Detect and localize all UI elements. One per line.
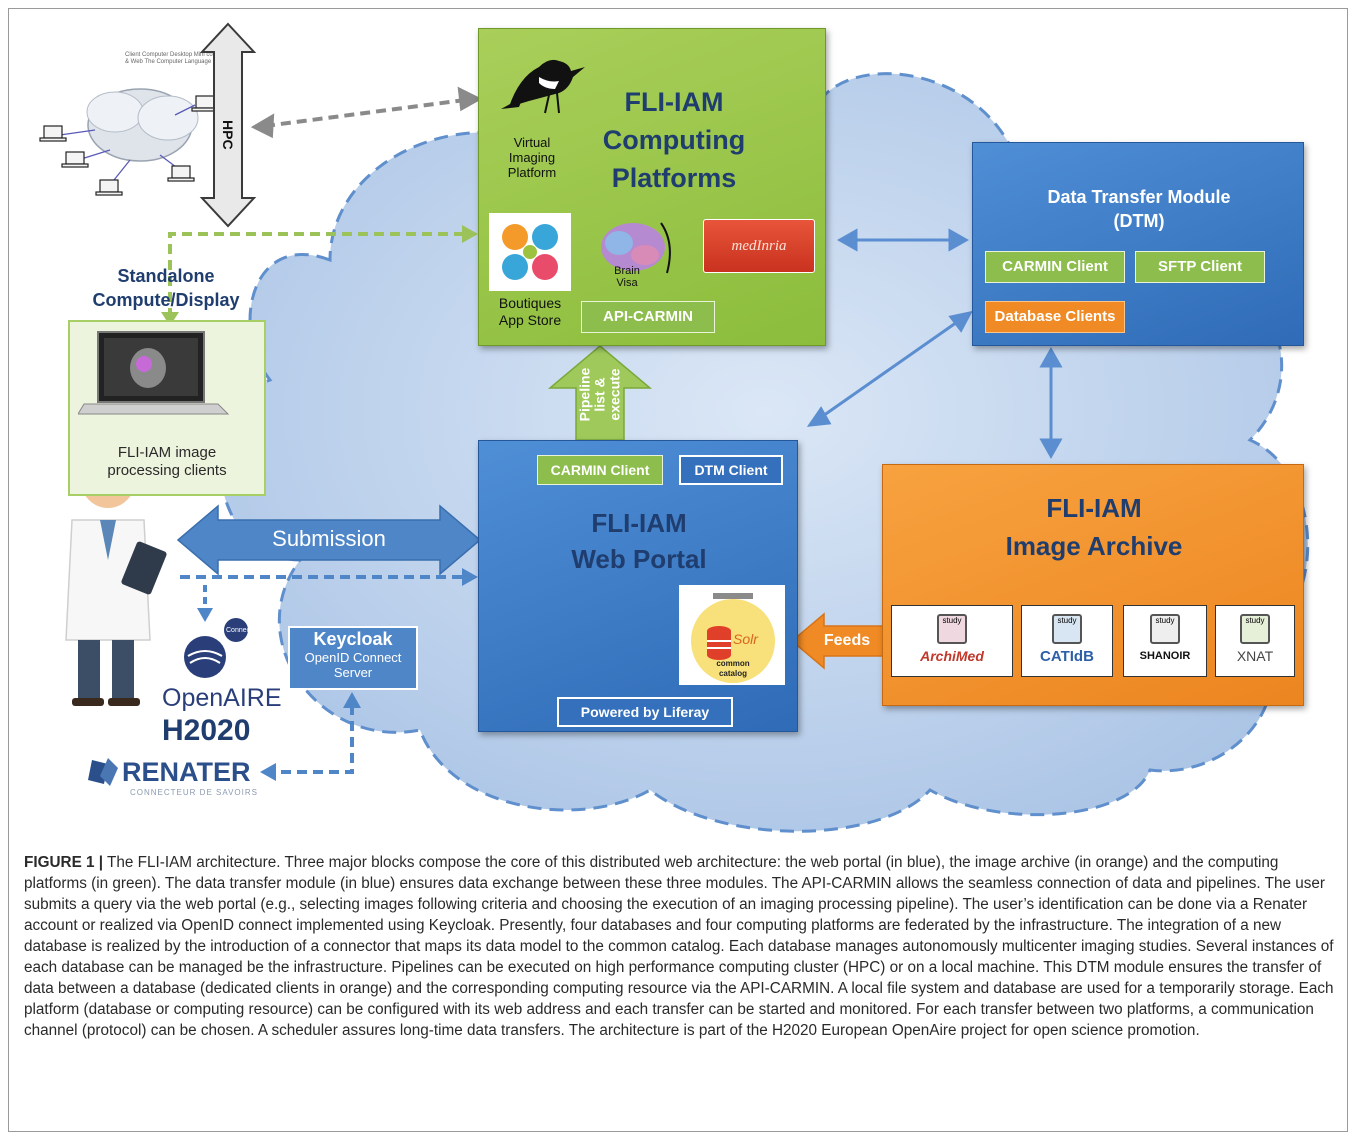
standalone-link-arrow bbox=[161, 225, 478, 326]
h2020-label: H2020 bbox=[162, 714, 251, 747]
portal-title-line2: Web Portal bbox=[571, 544, 707, 574]
portal-carmin-client-chip: CARMIN Client bbox=[537, 455, 663, 485]
brainvisa-label: Brain Visa bbox=[614, 265, 640, 289]
dtm-database-clients-chip: Database Clients bbox=[985, 301, 1125, 333]
magpie-bird-icon bbox=[501, 59, 585, 114]
dtm-title-line1: Data Transfer Module bbox=[1047, 187, 1231, 207]
hpc-label: HPC bbox=[220, 120, 236, 150]
boutiques-logo bbox=[489, 213, 571, 291]
study-icon: study bbox=[937, 614, 967, 644]
keycloak-line3: Server bbox=[333, 665, 373, 680]
xnat-logo: study XNAT bbox=[1215, 605, 1295, 677]
standalone-clients-label: FLI-IAM image processing clients bbox=[107, 444, 227, 479]
openaire-logo-mark bbox=[184, 618, 248, 678]
laptop-icon bbox=[78, 331, 230, 415]
solr-catalog: Solr common catalog bbox=[679, 585, 785, 685]
submission-label: Submission bbox=[272, 526, 386, 551]
vip-label: Virtual Imaging Platform bbox=[507, 135, 557, 180]
study-icon: study bbox=[1052, 614, 1082, 644]
study-icon: study bbox=[1150, 614, 1180, 644]
figure-caption: FIGURE 1 | The FLI-IAM architecture. Thr… bbox=[24, 852, 1334, 1041]
computing-title-line3: Platforms bbox=[611, 163, 737, 193]
figure-label: FIGURE 1 | bbox=[24, 854, 104, 871]
boutiques-label: Boutiques App Store bbox=[498, 295, 562, 328]
renater-sub-label: CONNECTEUR DE SAVOIRS bbox=[130, 788, 258, 797]
dtm-title-line2: (DTM) bbox=[1113, 211, 1165, 231]
renater-logo-mark bbox=[88, 758, 118, 786]
svg-text:& Web The Computer Language Co: & Web The Computer Language Co. Inc bbox=[125, 59, 232, 65]
svg-text:Client Computer Desktop Mini c: Client Computer Desktop Mini computer bbox=[125, 52, 231, 58]
openaire-sub-label: Connect bbox=[226, 627, 253, 634]
solr-icon bbox=[691, 593, 775, 683]
network-diagram: Client Computer Desktop Mini computer & … bbox=[39, 52, 232, 196]
shanoir-logo: study SHANOIR bbox=[1123, 605, 1207, 677]
archive-title-line1: FLI-IAM bbox=[1046, 493, 1142, 523]
xnat-label: XNAT bbox=[1236, 648, 1274, 664]
renater-brand: RENATER bbox=[122, 757, 251, 787]
standalone-block: FLI-IAM image processing clients bbox=[68, 320, 266, 496]
dtm-sftp-client-chip: SFTP Client bbox=[1135, 251, 1265, 283]
study-icon: study bbox=[1240, 614, 1270, 644]
boutiques-icon bbox=[502, 224, 558, 280]
dtm-title: Data Transfer Module (DTM) bbox=[973, 185, 1305, 233]
keycloak-title: Keycloak bbox=[313, 629, 393, 649]
hpc-arrow bbox=[199, 22, 257, 228]
catidb-label: CATIdB bbox=[1040, 648, 1094, 665]
api-carmin-chip: API-CARMIN bbox=[581, 301, 715, 333]
computing-title-line2: Computing bbox=[602, 125, 746, 155]
shanoir-label: SHANOIR bbox=[1139, 650, 1191, 662]
dtm-block: Data Transfer Module (DTM) CARMIN Client… bbox=[972, 142, 1304, 346]
standalone-title-line1: Standalone bbox=[117, 266, 215, 286]
brainvisa-icon bbox=[601, 222, 671, 274]
computing-title: FLI-IAM Computing Platforms bbox=[569, 83, 779, 197]
archimed-logo: study ArchiMed bbox=[891, 605, 1013, 677]
computing-platforms-block: Virtual Imaging Platform FLI-IAM Computi… bbox=[478, 28, 826, 346]
figure-caption-text: The FLI-IAM architecture. Three major bl… bbox=[24, 854, 1334, 1039]
computing-dtm-arrow bbox=[836, 228, 970, 252]
medinria-logo: medInria bbox=[703, 219, 815, 273]
archive-title-line2: Image Archive bbox=[1005, 531, 1183, 561]
web-portal-block: CARMIN Client DTM Client FLI-IAM Web Por… bbox=[478, 440, 798, 732]
keycloak-line2: OpenID Connect bbox=[304, 650, 402, 665]
keycloak-renater-arrow bbox=[260, 692, 361, 781]
portal-dtm-client-chip: DTM Client bbox=[679, 455, 783, 485]
solr-label: Solr bbox=[733, 631, 758, 647]
powered-by-liferay-chip: Powered by Liferay bbox=[557, 697, 733, 727]
dtm-archive-arrow bbox=[1039, 346, 1063, 460]
dtm-portal-arrow bbox=[806, 310, 973, 427]
catidb-logo: study CATIdB bbox=[1021, 605, 1113, 677]
standalone-title: Standalone Compute/Display bbox=[66, 264, 266, 312]
image-archive-block: FLI-IAM Image Archive study ArchiMed stu… bbox=[882, 464, 1304, 706]
standalone-title-line2: Compute/Display bbox=[92, 290, 240, 310]
pipeline-arrow-label: Pipeline list & execute bbox=[576, 367, 623, 421]
archimed-label: ArchiMed bbox=[920, 648, 984, 664]
solr-sub-label: common catalog bbox=[716, 659, 750, 678]
user-portal-dashed-arrow bbox=[180, 568, 478, 622]
computing-title-line1: FLI-IAM bbox=[624, 87, 724, 117]
portal-title: FLI-IAM Web Portal bbox=[479, 505, 799, 577]
dtm-carmin-client-chip: CARMIN Client bbox=[985, 251, 1125, 283]
archive-title: FLI-IAM Image Archive bbox=[883, 489, 1305, 565]
keycloak-server-box: Keycloak OpenID Connect Server bbox=[288, 626, 418, 690]
openaire-brand: OpenAIRE bbox=[162, 684, 282, 712]
portal-title-line1: FLI-IAM bbox=[591, 508, 687, 538]
feeds-label: Feeds bbox=[823, 632, 871, 649]
hpc-link-arrow bbox=[250, 86, 483, 139]
medinria-label: medInria bbox=[731, 237, 787, 254]
